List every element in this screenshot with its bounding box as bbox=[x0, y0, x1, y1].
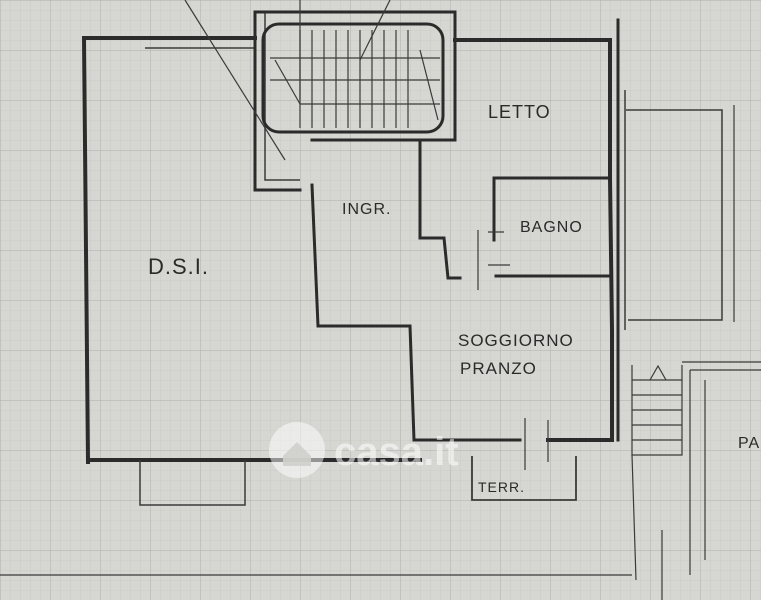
label-ingresso: INGR. bbox=[342, 201, 391, 218]
label-terrazzo: TERR. bbox=[478, 479, 525, 495]
casa-it-watermark: casa.it bbox=[269, 422, 459, 478]
stair-block bbox=[184, 0, 457, 192]
label-pranzo: PRANZO bbox=[460, 359, 537, 378]
stair-treads bbox=[270, 30, 440, 128]
label-soggiorno: SOGGIORNO bbox=[458, 331, 574, 350]
watermark-text: casa.it bbox=[334, 430, 459, 474]
label-bagno: BAGNO bbox=[520, 219, 583, 236]
label-letto: LETTO bbox=[488, 102, 551, 122]
exterior-stairs bbox=[631, 361, 761, 575]
house-icon bbox=[283, 442, 311, 466]
dsi-room bbox=[81, 35, 422, 506]
apartment-walls bbox=[310, 18, 735, 442]
label-parziale: PAR bbox=[738, 435, 761, 452]
terrace bbox=[471, 418, 577, 501]
label-dsi: D.S.I. bbox=[148, 254, 209, 279]
lower-lines bbox=[0, 454, 663, 600]
